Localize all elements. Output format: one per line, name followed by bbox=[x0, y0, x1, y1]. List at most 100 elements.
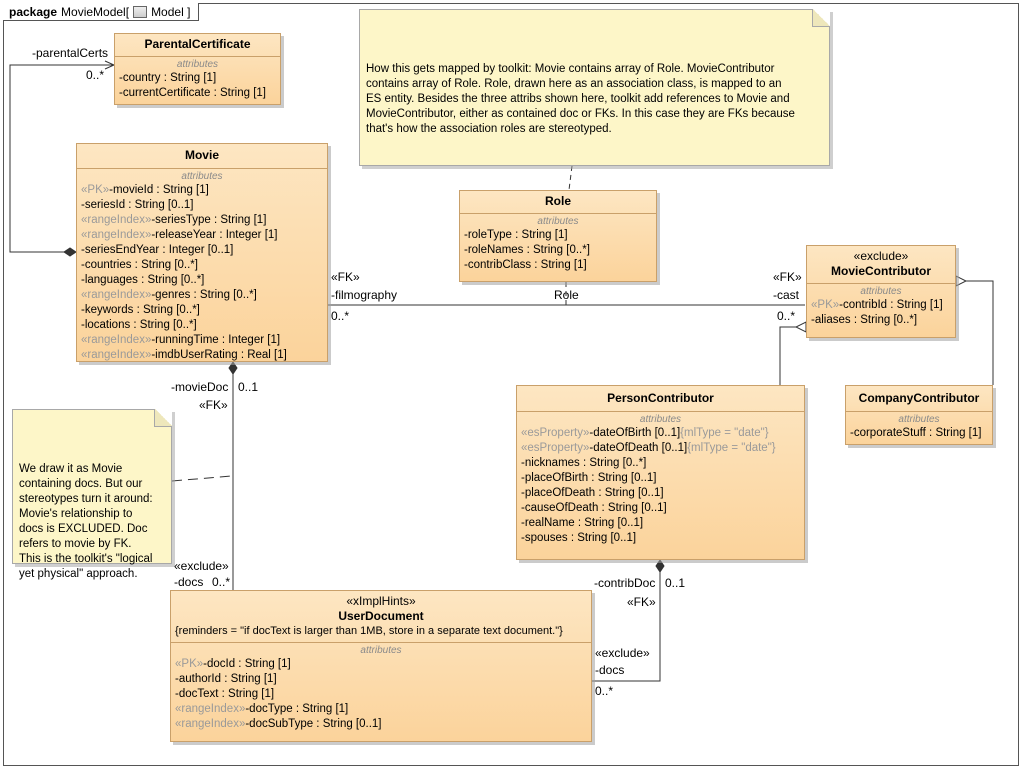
class-user-document[interactable]: «xImplHints» UserDocument {reminders = "… bbox=[170, 590, 592, 742]
label-parental-mult: 0..* bbox=[86, 68, 105, 82]
package-frame-tab: package MovieModel[ Model ] bbox=[3, 3, 200, 21]
edge-contrib-docs-diamond bbox=[655, 559, 665, 573]
attribute-row[interactable]: -placeOfDeath : String [0..1] bbox=[521, 486, 800, 501]
attribute-row[interactable]: «rangeIndex»-releaseYear : Integer [1] bbox=[81, 228, 323, 243]
attribute-row[interactable]: -country : String [1] bbox=[119, 71, 276, 86]
class-movie-contributor[interactable]: «exclude» MovieContributor attributes «P… bbox=[806, 245, 956, 338]
attribute-row[interactable]: «rangeIndex»-seriesType : String [1] bbox=[81, 213, 323, 228]
package-frame bbox=[3, 3, 1019, 766]
attributes-compartment: attributes «PK»-contribId : String [1]-a… bbox=[807, 284, 955, 331]
attribute-row[interactable]: -locations : String [0..*] bbox=[81, 318, 323, 333]
attribute-row[interactable]: -keywords : String [0..*] bbox=[81, 303, 323, 318]
attribute-text: -docId : String [1] bbox=[203, 658, 291, 670]
label-filmography-mult: 0..* bbox=[331, 309, 350, 323]
note-toolkit-text: How this gets mapped by toolkit: Movie c… bbox=[366, 63, 795, 135]
attribute-text: -placeOfBirth : String [0..1] bbox=[521, 472, 657, 484]
attribute-stereotype: «rangeIndex» bbox=[175, 718, 246, 730]
class-name: ParentalCertificate bbox=[144, 37, 251, 51]
edge-contrib-docs[interactable] bbox=[592, 560, 661, 682]
class-parental-certificate[interactable]: ParentalCertificate attributes -country … bbox=[114, 33, 281, 105]
class-stereotype: «xImplHints» bbox=[346, 594, 416, 608]
attribute-row[interactable]: -roleType : String [1] bbox=[464, 228, 652, 243]
attribute-row[interactable]: -realName : String [0..1] bbox=[521, 516, 800, 531]
attribute-row[interactable]: «esProperty»-dateOfDeath [0..1]{mlType =… bbox=[521, 441, 800, 456]
attribute-row[interactable]: «PK»-contribId : String [1] bbox=[811, 298, 951, 313]
attribute-row[interactable]: -countries : String [0..*] bbox=[81, 258, 323, 273]
attribute-row[interactable]: -corporateStuff : String [1] bbox=[850, 426, 988, 441]
label-contribdoc-mult: 0..1 bbox=[665, 576, 686, 590]
attributes-compartment: attributes -roleType : String [1]-roleNa… bbox=[460, 214, 656, 276]
attribute-text: -authorId : String [1] bbox=[175, 673, 277, 685]
attribute-row[interactable]: -spouses : String [0..1] bbox=[521, 531, 800, 546]
class-company-contributor[interactable]: CompanyContributor attributes -corporate… bbox=[845, 385, 993, 445]
label-cast-stereo: «FK» bbox=[773, 270, 802, 284]
edge-parental-certs[interactable] bbox=[9, 64, 114, 253]
attribute-tagged-value: {mlType = "date"} bbox=[687, 442, 776, 454]
attribute-text: -dateOfBirth [0..1] bbox=[589, 427, 681, 439]
class-movie[interactable]: Movie attributes «PK»-movieId : String [… bbox=[76, 143, 328, 362]
attribute-text: -country : String [1] bbox=[119, 72, 217, 84]
attribute-row[interactable]: «rangeIndex»-docSubType : String [0..1] bbox=[175, 717, 587, 732]
note-docs-approach[interactable]: We draw it as Movie containing docs. But… bbox=[12, 409, 172, 580]
attribute-row[interactable]: «esProperty»-dateOfBirth [0..1]{mlType =… bbox=[521, 426, 800, 441]
attribute-stereotype: «rangeIndex» bbox=[81, 214, 152, 226]
class-role[interactable]: Role attributes -roleType : String [1]-r… bbox=[459, 190, 657, 282]
label-contribdoc-stereo: «FK» bbox=[627, 595, 656, 609]
attribute-text: -contribClass : String [1] bbox=[464, 259, 587, 271]
note-toolkit-mapping[interactable]: How this gets mapped by toolkit: Movie c… bbox=[359, 9, 830, 166]
label-cast-mult: 0..* bbox=[777, 309, 796, 323]
attribute-text: -runningTime : Integer [1] bbox=[151, 334, 281, 346]
label-role-assoc: Role bbox=[554, 288, 579, 302]
attribute-row[interactable]: «PK»-docId : String [1] bbox=[175, 657, 587, 672]
compartment-title: attributes bbox=[639, 414, 682, 425]
class-name: PersonContributor bbox=[607, 391, 714, 405]
attribute-row[interactable]: «rangeIndex»-genres : String [0..*] bbox=[81, 288, 323, 303]
attribute-stereotype: «rangeIndex» bbox=[175, 703, 246, 715]
attribute-text: -seriesId : String [0..1] bbox=[81, 199, 194, 211]
attribute-row[interactable]: «rangeIndex»-docType : String [1] bbox=[175, 702, 587, 717]
edge-movie-docs-diamond bbox=[228, 361, 238, 375]
attribute-text: -contribId : String [1] bbox=[839, 299, 943, 311]
attribute-stereotype: «esProperty» bbox=[521, 427, 590, 439]
attribute-row[interactable]: -nicknames : String [0..*] bbox=[521, 456, 800, 471]
attribute-tagged-value: {mlType = "date"} bbox=[680, 427, 769, 439]
attribute-row[interactable]: -languages : String [0..*] bbox=[81, 273, 323, 288]
attribute-stereotype: «rangeIndex» bbox=[81, 229, 152, 241]
attribute-row[interactable]: -currentCertificate : String [1] bbox=[119, 86, 276, 101]
attribute-text: -keywords : String [0..*] bbox=[81, 304, 200, 316]
attribute-stereotype: «esProperty» bbox=[521, 442, 590, 454]
attribute-text: -currentCertificate : String [1] bbox=[119, 87, 266, 99]
attribute-row[interactable]: «PK»-movieId : String [1] bbox=[81, 183, 323, 198]
attribute-text: -roleType : String [1] bbox=[464, 229, 568, 241]
attribute-row[interactable]: -seriesId : String [0..1] bbox=[81, 198, 323, 213]
attribute-row[interactable]: -seriesEndYear : Integer [0..1] bbox=[81, 243, 323, 258]
attribute-text: -releaseYear : Integer [1] bbox=[151, 229, 278, 241]
attribute-row[interactable]: -aliases : String [0..*] bbox=[811, 313, 951, 328]
attributes-compartment: attributes «esProperty»-dateOfBirth [0..… bbox=[517, 412, 804, 549]
attribute-row[interactable]: «rangeIndex»-imdbUserRating : Real [1] bbox=[81, 348, 323, 363]
attribute-row[interactable]: -roleNames : String [0..*] bbox=[464, 243, 652, 258]
label-docs2-role: -docs bbox=[595, 663, 625, 677]
attribute-row[interactable]: -contribClass : String [1] bbox=[464, 258, 652, 273]
attributes-compartment: attributes -country : String [1]-current… bbox=[115, 57, 280, 104]
compartment-title: attributes bbox=[898, 414, 940, 425]
attribute-row[interactable]: -placeOfBirth : String [0..1] bbox=[521, 471, 800, 486]
attribute-stereotype: «PK» bbox=[175, 658, 204, 670]
attribute-stereotype: «rangeIndex» bbox=[81, 289, 152, 301]
attributes-compartment: attributes «PK»-docId : String [1]-autho… bbox=[171, 643, 591, 735]
label-moviedoc-role: -movieDoc bbox=[171, 380, 229, 394]
edge-company-generalization[interactable] bbox=[956, 280, 994, 385]
attribute-row[interactable]: «rangeIndex»-runningTime : Integer [1] bbox=[81, 333, 323, 348]
edge-company-gen-arrow bbox=[955, 275, 968, 287]
class-constraint: {reminders = "if docText is larger than … bbox=[175, 625, 563, 637]
attribute-text: -seriesEndYear : Integer [0..1] bbox=[81, 244, 234, 256]
attribute-row[interactable]: -causeOfDeath : String [0..1] bbox=[521, 501, 800, 516]
attribute-row[interactable]: -authorId : String [1] bbox=[175, 672, 587, 687]
note-fold-icon bbox=[154, 409, 172, 427]
attribute-text: -languages : String [0..*] bbox=[81, 274, 205, 286]
frame-diagram-name: Model ] bbox=[151, 4, 191, 19]
attribute-row[interactable]: -docText : String [1] bbox=[175, 687, 587, 702]
class-person-contributor[interactable]: PersonContributor attributes «esProperty… bbox=[516, 385, 805, 560]
label-docs-role: -docs bbox=[174, 575, 204, 589]
